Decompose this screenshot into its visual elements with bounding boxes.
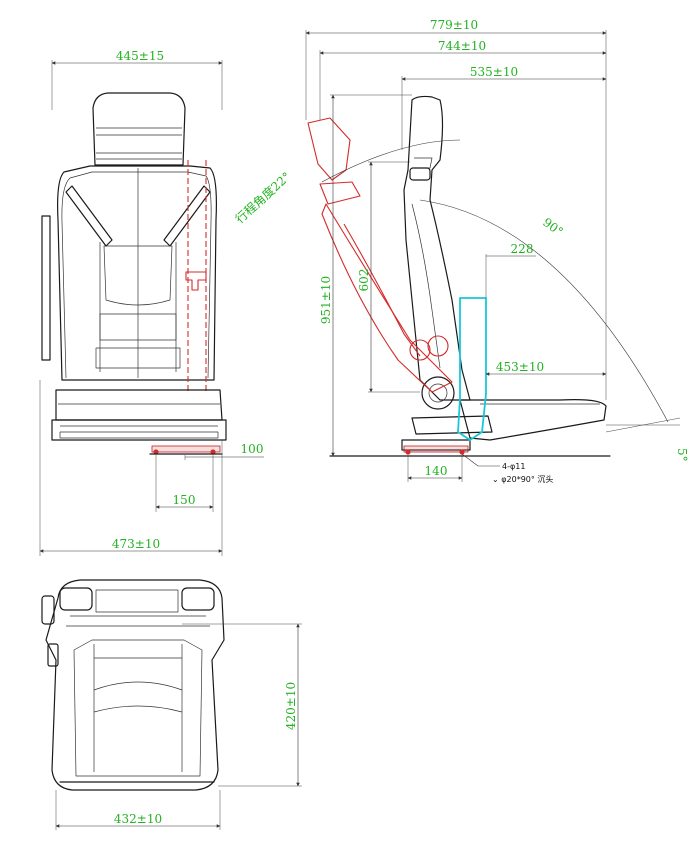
front-base-width-dim: 473±10 — [112, 537, 160, 551]
side-951-dim: 951±10 — [319, 276, 333, 324]
side-seat — [459, 399, 607, 441]
side-lumbar-outline — [457, 297, 487, 441]
front-mount-150-dim: 150 — [173, 493, 196, 507]
side-744-dim: 744±10 — [438, 39, 486, 53]
front-headrest — [92, 92, 186, 166]
side-travel-label: 行程角度22° — [232, 169, 294, 227]
side-5-angle: 5° — [675, 448, 689, 462]
side-535-dim: 535±10 — [470, 65, 518, 79]
front-backrest — [57, 165, 217, 381]
side-90-angle: 90° — [540, 215, 565, 239]
side-backrest — [403, 95, 471, 401]
side-140-dim: 140 — [425, 464, 448, 478]
side-779-dim: 779±10 — [430, 18, 478, 32]
side-228-dim: 228 — [511, 242, 534, 256]
side-view: 行程角度22° 90° 5° 779±10 744±10 535±10 951±… — [232, 18, 689, 484]
side-countersink-note: ⌄ φ20*90° 沉头 — [492, 474, 553, 484]
top-view: 420±10 432±10 — [41, 579, 302, 830]
side-hole-note: 4-φ11 — [502, 462, 525, 471]
top-420-dim: 420±10 — [284, 682, 298, 730]
front-view: 445±15 473±10 150 100 — [39, 49, 264, 556]
front-seat-base — [55, 389, 223, 421]
side-602-dim: 602 — [357, 269, 371, 292]
top-432-dim: 432±10 — [114, 812, 162, 826]
side-453-dim: 453±10 — [496, 360, 544, 374]
front-mount-100-dim: 100 — [241, 442, 264, 456]
top-seat-outline — [45, 579, 225, 791]
front-width-dim: 445±15 — [116, 49, 164, 63]
